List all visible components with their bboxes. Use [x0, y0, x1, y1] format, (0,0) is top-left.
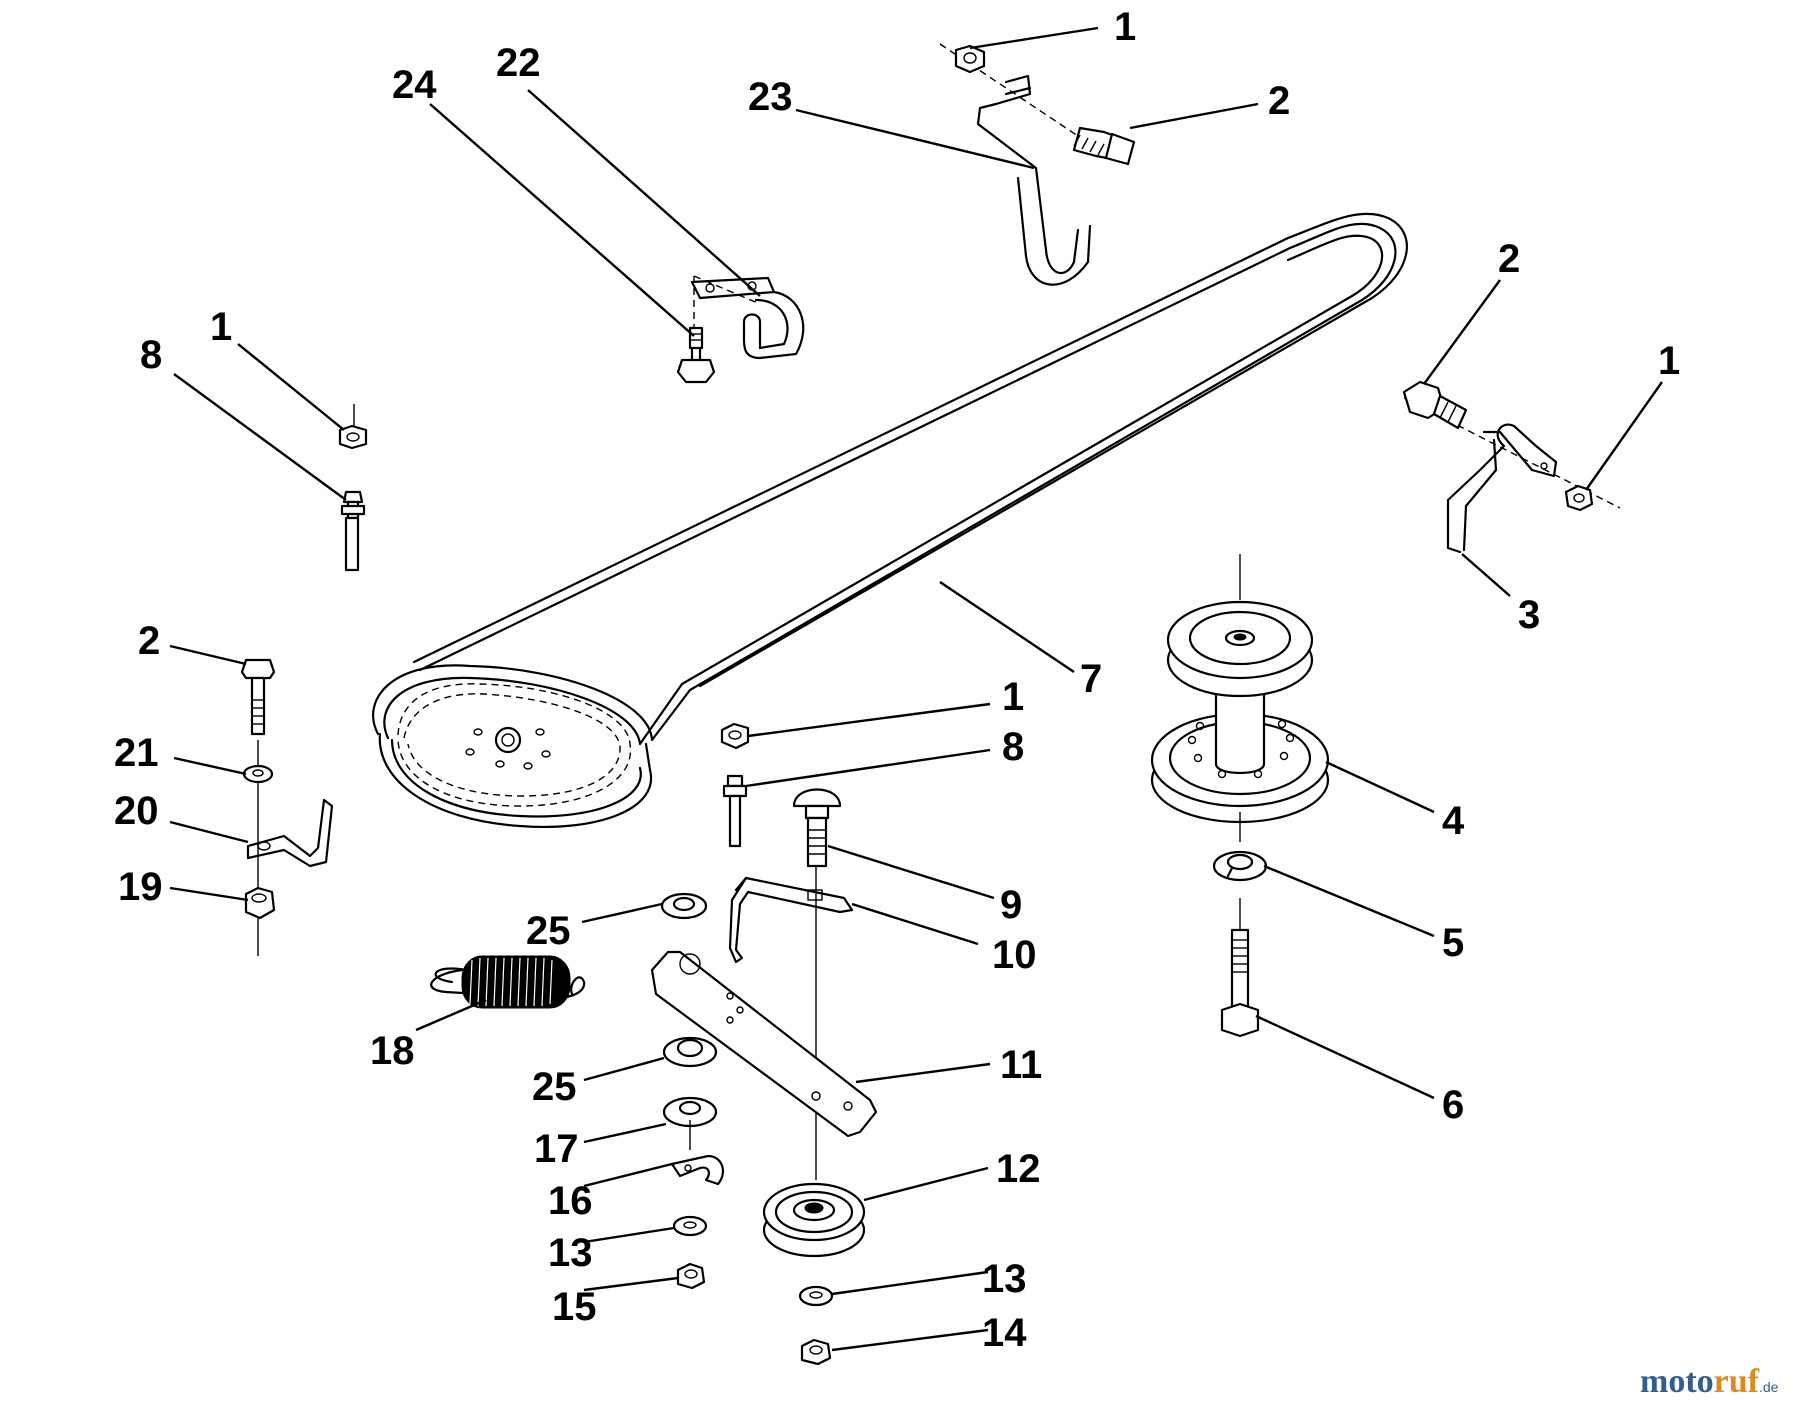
drive-belt — [372, 212, 1408, 828]
bolt-6 — [1220, 898, 1260, 1038]
washer-25-lower — [662, 1036, 718, 1068]
washer-25-upper — [660, 892, 708, 920]
label-13-right: 13 — [982, 1257, 1027, 1301]
label-21: 21 — [114, 731, 159, 775]
label-24: 24 — [392, 63, 437, 107]
label-23: 23 — [748, 75, 793, 119]
label-8-mid: 8 — [1002, 725, 1024, 769]
label-15: 15 — [552, 1285, 597, 1329]
hex-nut-left — [338, 424, 368, 450]
label-19: 19 — [118, 865, 163, 909]
belt-guide-22 — [690, 275, 805, 360]
label-18: 18 — [370, 1029, 415, 1073]
idler-pulley-12 — [762, 1182, 866, 1258]
hex-nut-mid — [720, 722, 750, 750]
watermark-suffix: .de — [1759, 1379, 1779, 1395]
label-13-left: 13 — [548, 1231, 593, 1275]
washer-13-left — [672, 1215, 708, 1237]
label-8-left: 8 — [140, 333, 162, 377]
label-17: 17 — [534, 1127, 579, 1171]
label-7: 7 — [1080, 657, 1102, 701]
bolt-top — [1072, 126, 1136, 166]
washer-13-right — [798, 1285, 834, 1307]
engine-pulley-4 — [1150, 554, 1330, 842]
bolt-stack-left — [240, 658, 334, 956]
washer-17 — [662, 1096, 718, 1128]
label-10: 10 — [992, 933, 1037, 977]
label-1-right: 1 — [1658, 339, 1680, 383]
stud-left — [338, 404, 368, 572]
hex-nut-top — [954, 44, 986, 74]
watermark-part1: moto — [1640, 1363, 1714, 1400]
watermark-part2: ruf — [1714, 1363, 1760, 1400]
bolt-right — [1402, 380, 1468, 430]
bracket-20 — [246, 798, 334, 868]
hex-nut-right — [1564, 484, 1594, 512]
svg-text:motoruf.de: motoruf.de — [1640, 1363, 1779, 1400]
bolt-left — [240, 658, 276, 736]
watermark-logo: motoruf.de — [1640, 1363, 1779, 1400]
locknut-19 — [244, 886, 276, 920]
label-1-mid: 1 — [1002, 675, 1024, 719]
bolt-24 — [676, 326, 716, 384]
label-22: 22 — [496, 41, 541, 85]
spring-18 — [430, 955, 586, 1009]
bracket-10 — [728, 876, 854, 964]
label-1-top: 1 — [1114, 5, 1136, 49]
label-25-upper: 25 — [526, 909, 571, 953]
leader-lines — [169, 26, 1663, 1352]
label-14: 14 — [982, 1311, 1027, 1355]
label-6: 6 — [1442, 1083, 1464, 1127]
label-4: 4 — [1442, 799, 1465, 843]
nut-15 — [676, 1262, 706, 1290]
label-2-top: 2 — [1268, 79, 1290, 123]
washer-21 — [242, 764, 274, 784]
label-20: 20 — [114, 789, 159, 833]
label-3: 3 — [1518, 593, 1540, 637]
label-2-left: 2 — [138, 619, 160, 663]
label-5: 5 — [1442, 921, 1464, 965]
label-25-lower: 25 — [532, 1065, 577, 1109]
nut-14 — [800, 1338, 832, 1366]
spacer-16 — [670, 1154, 725, 1186]
belt-guide-top — [939, 43, 1136, 286]
label-2-right: 2 — [1498, 237, 1520, 281]
stud-mid — [720, 722, 750, 848]
carriage-bolt-9 — [792, 788, 842, 868]
idler-arm-11 — [650, 950, 878, 1138]
label-1-left: 1 — [210, 305, 232, 349]
label-16: 16 — [548, 1179, 593, 1223]
label-12: 12 — [996, 1147, 1041, 1191]
belt-guide-right — [1402, 380, 1621, 554]
label-9: 9 — [1000, 883, 1022, 927]
label-11: 11 — [1000, 1043, 1042, 1087]
washer-5 — [1212, 850, 1268, 882]
callout-labels: 1 2 23 22 24 2 1 3 1 8 7 2 21 20 19 1 8 … — [114, 5, 1680, 1355]
